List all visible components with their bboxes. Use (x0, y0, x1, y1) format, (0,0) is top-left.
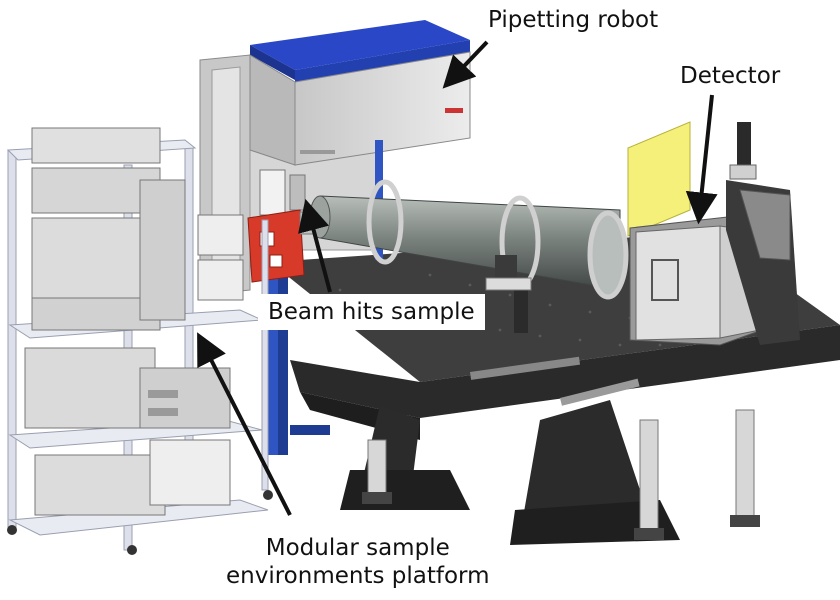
label-modular-line1: Modular sample (265, 535, 450, 561)
arrow-icon (298, 198, 332, 293)
arrow-icon (685, 94, 718, 225)
label-detector: Detector (680, 63, 781, 89)
pipetting-robot (249, 20, 471, 260)
table-supports (340, 400, 760, 545)
label-beam-hits-sample: Beam hits sample (258, 294, 485, 330)
label-modular-sample-platform: Modular sample environments platform (226, 534, 490, 590)
detector (627, 121, 800, 346)
label-pipetting-robot: Pipetting robot (488, 7, 659, 33)
callout-arrows (197, 40, 718, 516)
sample-rack (6, 127, 273, 555)
arrow-icon (442, 40, 489, 89)
arrow-icon (197, 332, 292, 516)
label-modular-line2: environments platform (226, 563, 490, 589)
